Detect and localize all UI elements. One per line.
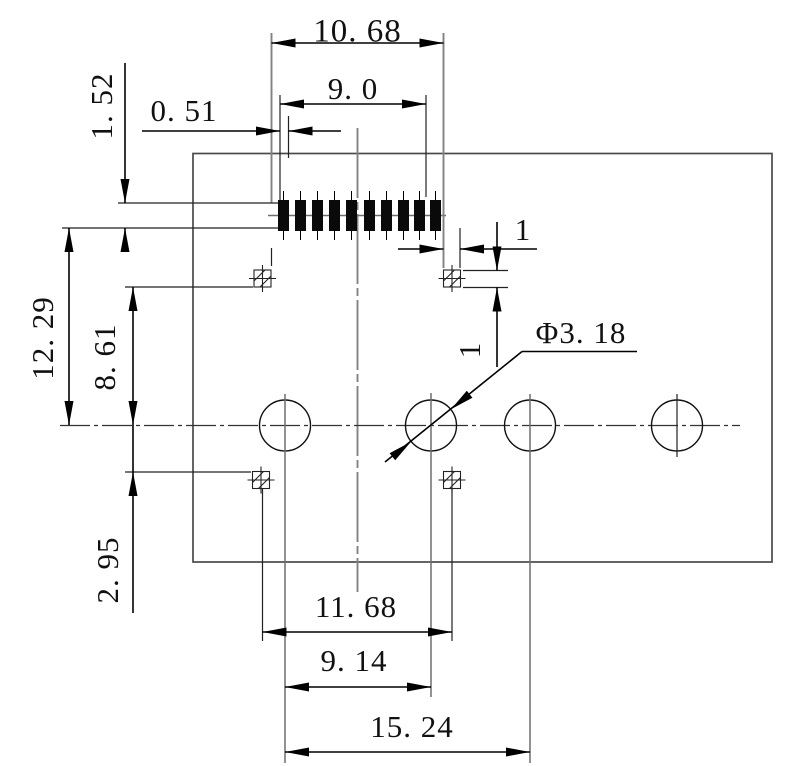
dim-2-95-label: 2. 95 [90,537,125,604]
dim-9-0-label: 9. 0 [328,71,379,106]
dim-hole-diameter-label: Φ3. 18 [536,315,627,350]
extension-lines [62,33,531,763]
arrowheads [64,38,530,757]
centerlines [60,128,740,592]
dim-post-height-label: 1 [452,342,487,359]
dimension-labels: 10. 68 9. 0 0. 51 1. 52 12. 29 8. 61 2. … [25,14,627,744]
dim-15-24-label: 15. 24 [370,709,454,744]
dim-9-14-label: 9. 14 [321,643,388,678]
dim-11-68-label: 11. 68 [315,589,397,624]
dim-12-29-label: 12. 29 [25,296,60,380]
pins [278,200,441,231]
pin-array [268,191,446,240]
dim-0-51-label: 0. 51 [151,93,218,128]
hatched-posts [247,265,466,494]
dim-post-width-label: 1 [515,212,532,247]
body-outline [192,152,773,563]
dim-1-52-label: 1. 52 [84,73,119,140]
dim-8-61-label: 8. 61 [87,324,122,391]
dim-10-68-label: 10. 68 [313,14,402,50]
diameter-leader [384,350,637,463]
